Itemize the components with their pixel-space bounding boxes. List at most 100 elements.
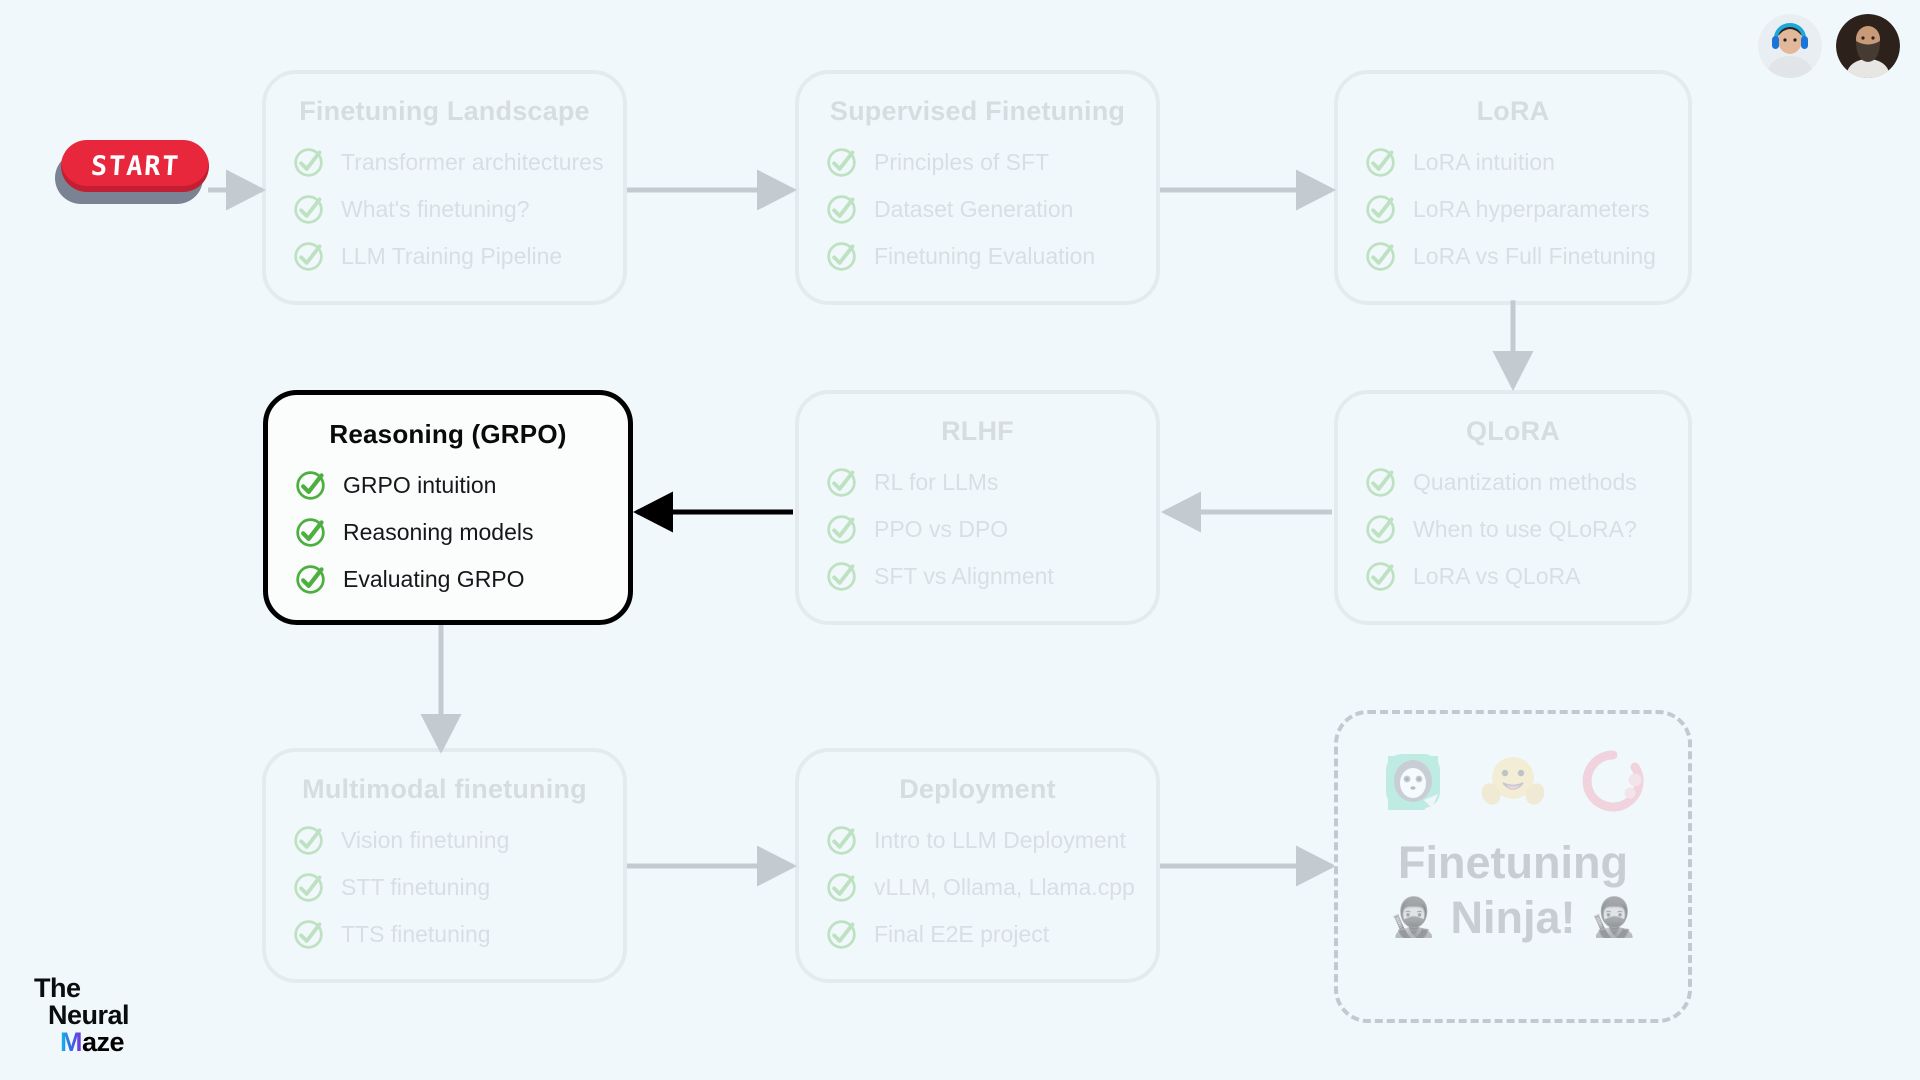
list-item[interactable]: Quantization methods — [1364, 461, 1688, 503]
check-circle-icon — [294, 241, 323, 271]
list-item-label: SFT vs Alignment — [874, 562, 1054, 589]
axolotl-ring-logo — [1580, 748, 1646, 814]
node-qlora[interactable]: QLoRA Quantization methods When to use Q… — [1334, 390, 1692, 625]
list-item[interactable]: STT finetuning — [292, 866, 623, 908]
list-item-label: Dataset Generation — [874, 195, 1074, 222]
list-item[interactable]: TTS finetuning — [292, 913, 623, 955]
list-item-label: PPO vs DPO — [874, 515, 1009, 542]
list-item-label: LoRA intuition — [1413, 148, 1555, 175]
check-circle-icon — [1366, 514, 1395, 544]
node-rlhf[interactable]: RLHF RL for LLMs PPO vs DPO SFT vs Align… — [795, 390, 1160, 625]
check-circle-icon — [827, 514, 856, 544]
node-reasoning-grpo[interactable]: Reasoning (GRPO) GRPO intuition Reasonin… — [263, 390, 633, 625]
brand-line-2: Neural — [48, 1000, 130, 1030]
list-item-label: Intro to LLM Deployment — [874, 826, 1126, 853]
node-finetuning-landscape[interactable]: Finetuning Landscape Transformer archite… — [262, 70, 627, 305]
check-circle-icon — [827, 467, 856, 497]
list-item[interactable]: LoRA hyperparameters — [1364, 188, 1688, 230]
brand-line-3: Maze — [60, 1029, 129, 1056]
goal-title-line2: Ninja! — [1450, 891, 1576, 943]
list-item[interactable]: Final E2E project — [825, 913, 1156, 955]
list-item-label: LLM Training Pipeline — [341, 242, 563, 269]
check-circle-icon — [827, 194, 856, 224]
list-item-label: LoRA hyperparameters — [1413, 195, 1650, 222]
avatar-host-headphones — [1758, 14, 1822, 78]
check-circle-icon — [827, 241, 856, 271]
start-button-label: START — [89, 150, 181, 182]
node-title: LoRA — [1476, 96, 1550, 126]
tool-logos — [1338, 748, 1688, 814]
list-item-label: Final E2E project — [874, 920, 1050, 947]
goal-box-finetuning-ninja[interactable]: Finetuning 🥷 Ninja! 🥷 — [1334, 710, 1692, 1023]
node-items: Vision finetuning STT finetuning TTS fin… — [266, 819, 623, 955]
list-item[interactable]: RL for LLMs — [825, 461, 1156, 503]
check-circle-icon — [827, 825, 856, 855]
node-lora[interactable]: LoRA LoRA intuition LoRA hyperparameters… — [1334, 70, 1692, 305]
list-item[interactable]: GRPO intuition — [294, 464, 628, 506]
list-item-label: Evaluating GRPO — [343, 565, 525, 592]
list-item[interactable]: Transformer architectures — [292, 141, 623, 183]
node-supervised-finetuning[interactable]: Supervised Finetuning Principles of SFT … — [795, 70, 1160, 305]
list-item[interactable]: SFT vs Alignment — [825, 555, 1156, 597]
list-item[interactable]: vLLM, Ollama, Llama.cpp — [825, 866, 1156, 908]
check-circle-icon — [294, 825, 323, 855]
brand-line-1: The — [34, 973, 81, 1003]
node-title: Supervised Finetuning — [829, 96, 1126, 126]
goal-title-line1: Finetuning — [1398, 837, 1628, 888]
list-item-label: Finetuning Evaluation — [874, 242, 1096, 269]
ninja-emoji-right: 🥷 — [1589, 897, 1637, 940]
node-items: Intro to LLM Deployment vLLM, Ollama, Ll… — [799, 819, 1156, 955]
list-item[interactable]: LoRA vs QLoRA — [1364, 555, 1688, 597]
list-item[interactable]: Dataset Generation — [825, 188, 1156, 230]
list-item[interactable]: Reasoning models — [294, 511, 628, 553]
list-item-label: STT finetuning — [341, 873, 491, 900]
check-circle-icon — [296, 517, 325, 547]
check-circle-icon — [294, 872, 323, 902]
node-items: Quantization methods When to use QLoRA? … — [1338, 461, 1688, 597]
list-item[interactable]: When to use QLoRA? — [1364, 508, 1688, 550]
avatar-host-beard — [1836, 14, 1900, 78]
host-avatars — [1758, 14, 1900, 78]
node-deployment[interactable]: Deployment Intro to LLM Deployment vLLM,… — [795, 748, 1160, 983]
brand-accent-m: M — [60, 1027, 83, 1057]
check-circle-icon — [827, 872, 856, 902]
list-item[interactable]: Principles of SFT — [825, 141, 1156, 183]
check-circle-icon — [1366, 561, 1395, 591]
node-multimodal-finetuning[interactable]: Multimodal finetuning Vision finetuning … — [262, 748, 627, 983]
list-item-label: Principles of SFT — [874, 148, 1050, 175]
list-item-label: What's finetuning? — [341, 195, 530, 222]
node-title: QLoRA — [1466, 416, 1560, 446]
ninja-emoji-left: 🥷 — [1389, 897, 1437, 940]
node-items: GRPO intuition Reasoning models Evaluati… — [268, 464, 628, 600]
node-items: Transformer architectures What's finetun… — [266, 141, 623, 277]
list-item-label: TTS finetuning — [341, 920, 491, 947]
list-item[interactable]: What's finetuning? — [292, 188, 623, 230]
list-item-label: Vision finetuning — [341, 826, 510, 853]
list-item[interactable]: Evaluating GRPO — [294, 558, 628, 600]
list-item-label: Quantization methods — [1413, 468, 1637, 495]
node-title: Deployment — [899, 774, 1056, 804]
list-item-label: vLLM, Ollama, Llama.cpp — [874, 873, 1135, 900]
check-circle-icon — [294, 194, 323, 224]
node-title: Reasoning (GRPO) — [329, 419, 567, 449]
check-circle-icon — [827, 561, 856, 591]
list-item[interactable]: Finetuning Evaluation — [825, 235, 1156, 277]
node-items: RL for LLMs PPO vs DPO SFT vs Alignment — [799, 461, 1156, 597]
list-item[interactable]: PPO vs DPO — [825, 508, 1156, 550]
list-item-label: When to use QLoRA? — [1413, 515, 1637, 542]
list-item[interactable]: LoRA vs Full Finetuning — [1364, 235, 1688, 277]
node-items: Principles of SFT Dataset Generation Fin… — [799, 141, 1156, 277]
hugging-face-logo — [1480, 748, 1546, 814]
check-circle-icon — [1366, 241, 1395, 271]
list-item[interactable]: Vision finetuning — [292, 819, 623, 861]
unsloth-sloth-logo — [1380, 748, 1446, 814]
check-circle-icon — [1366, 147, 1395, 177]
list-item-label: GRPO intuition — [343, 471, 497, 498]
list-item[interactable]: Intro to LLM Deployment — [825, 819, 1156, 861]
start-button-face: START — [61, 140, 209, 192]
list-item[interactable]: LLM Training Pipeline — [292, 235, 623, 277]
start-button[interactable]: START — [55, 140, 215, 210]
list-item[interactable]: LoRA intuition — [1364, 141, 1688, 183]
list-item-label: LoRA vs Full Finetuning — [1413, 242, 1656, 269]
